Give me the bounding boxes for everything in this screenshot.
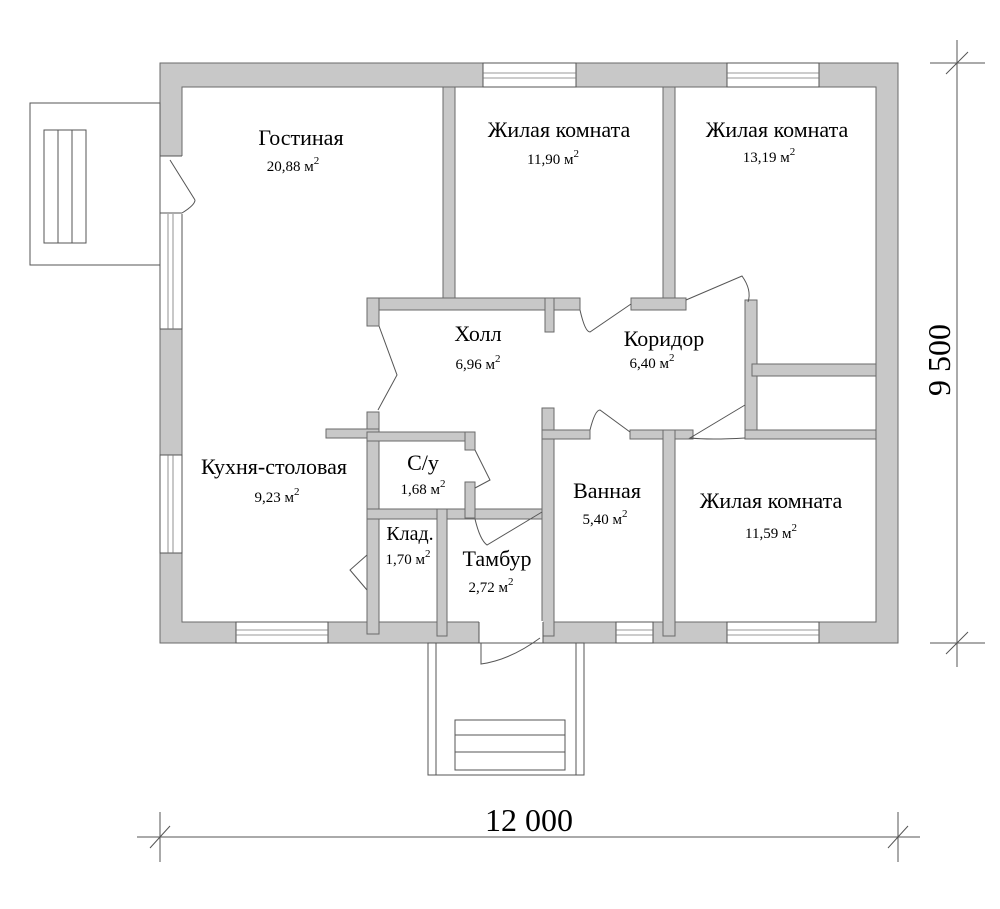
room-name: Холл [454, 321, 501, 346]
room-storage: Клад. 1,70 м2 [386, 523, 434, 568]
room-bedroom-2: Жилая комната 13,19 м2 [706, 117, 849, 166]
dimension-width [137, 812, 920, 862]
room-name: С/у [407, 450, 439, 475]
room-name: Клад. [386, 523, 433, 545]
room-name: Гостиная [258, 125, 343, 150]
room-area: 5,40 м2 [583, 508, 628, 528]
room-wc: С/у 1,68 м2 [401, 450, 446, 498]
room-kitchen: Кухня-столовая 9,23 м2 [201, 454, 347, 506]
room-name: Кухня-столовая [201, 454, 347, 479]
room-name: Жилая комната [488, 117, 631, 142]
room-corridor: Коридор 6,40 м2 [624, 326, 705, 372]
room-area: 6,96 м2 [456, 353, 501, 373]
left-porch [29, 102, 196, 266]
room-bedroom-1: Жилая комната 11,90 м2 [488, 117, 631, 168]
left-windows [159, 212, 183, 554]
room-area: 2,72 м2 [469, 576, 514, 596]
room-bathroom: Ванная 5,40 м2 [573, 478, 641, 528]
room-area: 6,40 м2 [630, 352, 675, 372]
room-hall: Холл 6,96 м2 [454, 321, 501, 373]
door-swings [349, 275, 750, 591]
bottom-windows [235, 621, 820, 644]
room-name: Тамбур [463, 546, 532, 571]
room-area: 1,70 м2 [386, 548, 431, 568]
room-area: 20,88 м2 [267, 155, 320, 175]
room-vestibule: Тамбур 2,72 м2 [463, 546, 532, 596]
room-living: Гостиная 20,88 м2 [258, 125, 343, 175]
room-name: Жилая комната [700, 488, 843, 513]
room-bedroom-3: Жилая комната 11,59 м2 [700, 488, 843, 542]
room-area: 1,68 м2 [401, 478, 446, 498]
room-area: 11,90 м2 [527, 148, 579, 168]
bottom-porch [427, 621, 585, 776]
room-area: 11,59 м2 [745, 522, 797, 542]
dimension-width-label: 12 000 [485, 802, 573, 838]
top-windows [482, 62, 820, 88]
dimension-height-label: 9 500 [921, 324, 957, 396]
room-area: 9,23 м2 [255, 486, 300, 506]
room-name: Жилая комната [706, 117, 849, 142]
dimension-height [930, 40, 985, 667]
room-name: Коридор [624, 326, 705, 351]
room-name: Ванная [573, 478, 641, 503]
outer-walls [159, 62, 899, 644]
interior-walls [325, 86, 877, 637]
room-area: 13,19 м2 [743, 146, 796, 166]
